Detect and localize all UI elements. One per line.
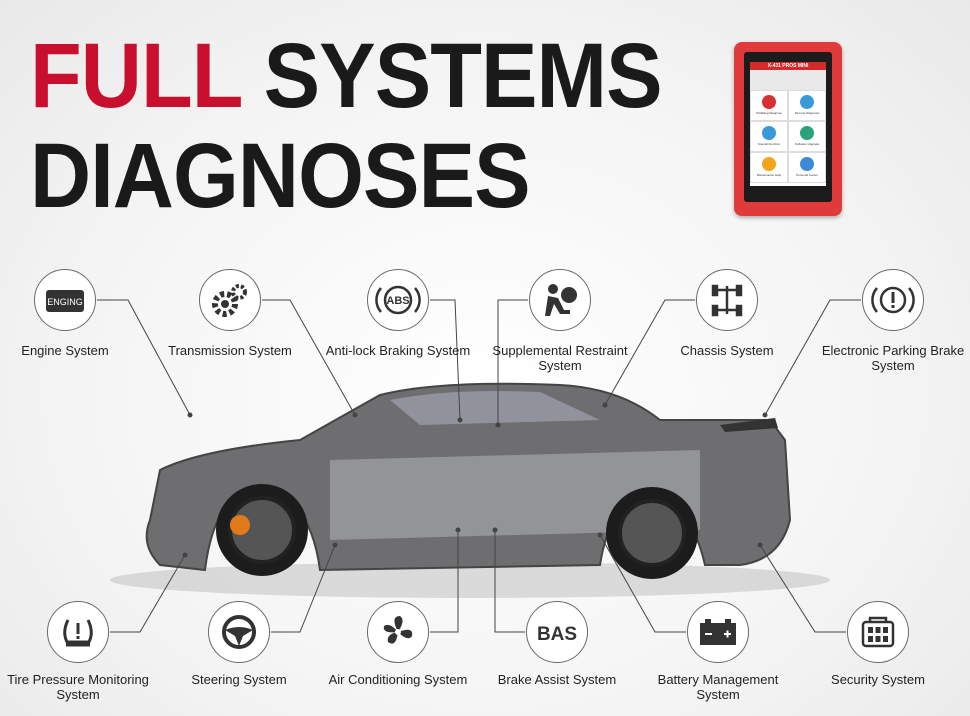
parking-brake-icon <box>862 269 924 331</box>
tablet-screen: X-431 PROS MINI TotalDiag Diagnose Remote… <box>744 52 832 202</box>
security-icon <box>847 601 909 663</box>
app-icon <box>762 157 776 171</box>
system-label: Air Conditioning System <box>328 672 468 687</box>
battery-icon <box>687 601 749 663</box>
headline-line1: FULL SYSTEMS <box>30 25 663 127</box>
app-icon <box>762 95 776 109</box>
app-icon <box>800 157 814 171</box>
tablet-title: X-431 PROS MINI <box>750 62 826 70</box>
bas-icon: BAS <box>526 601 588 663</box>
gears-icon <box>199 269 261 331</box>
diagnostic-tablet: X-431 PROS MINI TotalDiag Diagnose Remote… <box>734 42 842 216</box>
car-illustration <box>110 382 830 598</box>
app-label: Software Upgrade <box>794 142 820 146</box>
system-label: Battery Management System <box>657 672 779 702</box>
app-label: Remote Diagnosis <box>794 111 820 115</box>
tablet-app: Maintenance Help <box>750 152 788 183</box>
headline-line2: DIAGNOSES <box>30 125 531 227</box>
chassis-icon <box>696 269 758 331</box>
app-icon <box>800 95 814 109</box>
system-label: Supplemental Restraint System <box>492 343 628 373</box>
fan-icon <box>367 601 429 663</box>
app-icon <box>800 126 814 140</box>
system-label: Transmission System <box>168 343 292 358</box>
steering-wheel-icon <box>208 601 270 663</box>
abs-icon: ABS <box>367 269 429 331</box>
system-label: Anti-lock Braking System <box>325 343 471 358</box>
app-label: Personal Center <box>796 173 818 177</box>
tablet-banner <box>750 70 826 90</box>
app-label: Special Function <box>757 142 781 146</box>
app-label: TotalDiag Diagnose <box>755 111 782 115</box>
tablet-app: Remote Diagnosis <box>788 90 826 121</box>
system-label: Steering System <box>191 672 287 687</box>
system-label: Tire Pressure Monitoring System <box>7 672 149 702</box>
system-label: Security System <box>831 672 925 687</box>
tablet-app: Software Upgrade <box>788 121 826 152</box>
tablet-app: Personal Center <box>788 152 826 183</box>
tablet-app: TotalDiag Diagnose <box>750 90 788 121</box>
tire-pressure-icon <box>47 601 109 663</box>
app-label: Maintenance Help <box>756 173 782 177</box>
svg-text:ABS: ABS <box>386 295 409 307</box>
system-label: Electronic Parking Brake System <box>821 343 965 373</box>
tablet-app: Special Function <box>750 121 788 152</box>
airbag-icon <box>529 269 591 331</box>
svg-text:ENGING: ENGING <box>47 297 83 307</box>
system-label: Engine System <box>21 343 109 358</box>
system-label: Brake Assist System <box>497 672 617 687</box>
engine-icon: ENGING <box>34 269 96 331</box>
system-label: Chassis System <box>680 343 774 358</box>
app-icon <box>762 126 776 140</box>
svg-text:BAS: BAS <box>537 624 577 645</box>
